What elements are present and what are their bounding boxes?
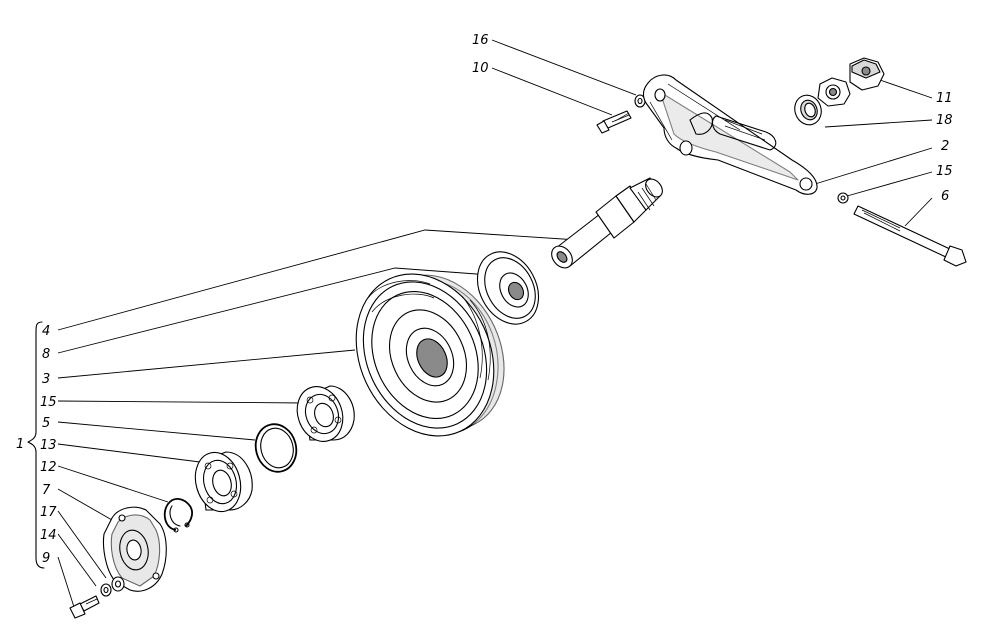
part-6-long-bolt	[853, 205, 967, 267]
callout-2: 2	[941, 139, 949, 154]
callout-4: 4	[42, 324, 50, 339]
callout-6: 6	[941, 189, 949, 204]
part-10-bolt	[596, 110, 632, 134]
callout-13: 13	[40, 438, 57, 453]
callout-17: 17	[40, 505, 57, 520]
part-4-axle	[551, 177, 663, 269]
part-18-washer	[794, 94, 822, 126]
callout-14: 14	[40, 528, 57, 543]
part-15-washer	[837, 192, 849, 204]
part-7-cover	[102, 506, 167, 592]
group-brace	[27, 321, 45, 569]
part-14-washer	[100, 583, 112, 597]
part-13-bearing	[194, 451, 253, 513]
callout-labels: 16 10 11 18 2 15 6 4 8 3 15 5 13 12 7 17…	[16, 33, 953, 566]
part-3-pulley	[355, 273, 505, 437]
part-8-seal-disk	[476, 251, 540, 325]
part-15-bearing	[296, 385, 355, 442]
callout-1-assembly: 1	[16, 437, 24, 452]
part-11-nuts	[817, 57, 885, 107]
part-12-circlip	[163, 498, 193, 533]
callout-11: 11	[936, 91, 953, 106]
callout-18: 18	[936, 113, 953, 128]
part-9-bolt	[69, 595, 100, 619]
callout-9: 9	[42, 551, 50, 566]
leader-lines	[57, 39, 933, 608]
part-5-snap-ring	[254, 423, 298, 473]
callout-5: 5	[42, 416, 50, 431]
callout-3: 3	[42, 372, 50, 387]
part-2-bracket	[643, 74, 818, 195]
callout-12: 12	[40, 460, 57, 475]
callout-15-left: 15	[40, 395, 57, 410]
callout-16: 16	[472, 33, 489, 48]
callout-10: 10	[472, 61, 489, 76]
callout-8: 8	[42, 347, 50, 362]
part-17-washer	[111, 576, 125, 592]
callout-15-right: 15	[936, 164, 953, 179]
callout-7: 7	[42, 483, 51, 498]
